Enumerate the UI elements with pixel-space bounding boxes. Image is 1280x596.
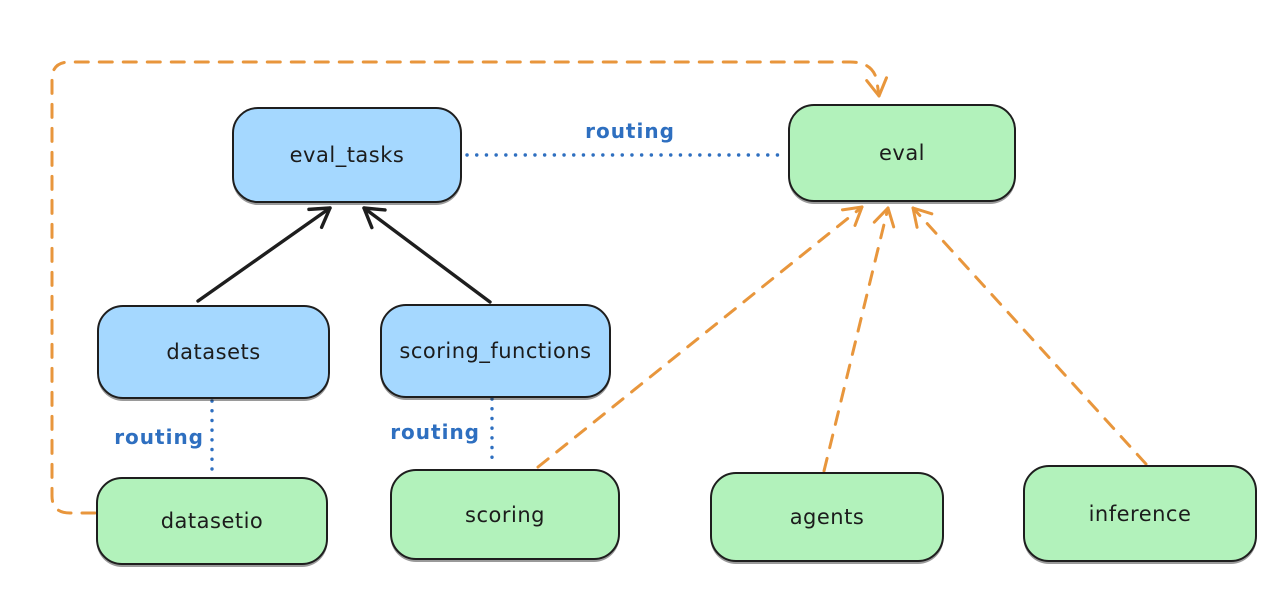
edge-scoring-functions-to-eval-tasks xyxy=(362,206,492,304)
node-scoring-functions: scoring_functions xyxy=(380,304,611,398)
edge-label-routing-eval-tasks-eval: routing xyxy=(585,119,675,143)
edge-label-routing-datasets-datasetio: routing xyxy=(114,425,204,449)
node-datasets: datasets xyxy=(97,305,330,399)
node-datasetio: datasetio xyxy=(96,477,328,565)
node-datasetio-label: datasetio xyxy=(160,509,264,533)
edge-inference-to-eval xyxy=(911,206,1148,466)
node-scoring-functions-label: scoring_functions xyxy=(399,339,592,363)
node-scoring-label: scoring xyxy=(465,502,545,527)
edge-agents-to-eval xyxy=(822,206,896,473)
edge-label-routing-scoring-functions-scoring: routing xyxy=(390,420,480,444)
edge-scoring-to-eval xyxy=(536,205,864,469)
node-datasets-label: datasets xyxy=(166,340,261,364)
node-eval-label: eval xyxy=(878,141,926,165)
edge-datasetio-to-eval-loop xyxy=(50,60,888,515)
node-eval-tasks-label: eval_tasks xyxy=(289,143,405,167)
node-agents: agents xyxy=(710,472,944,562)
edge-datasets-to-eval-tasks xyxy=(196,206,332,303)
node-eval: eval xyxy=(788,104,1016,202)
node-agents-label: agents xyxy=(789,505,865,529)
node-scoring: scoring xyxy=(390,469,620,560)
node-eval-tasks: eval_tasks xyxy=(232,107,462,203)
node-inference: inference xyxy=(1023,465,1257,562)
node-inference-label: inference xyxy=(1088,501,1192,526)
